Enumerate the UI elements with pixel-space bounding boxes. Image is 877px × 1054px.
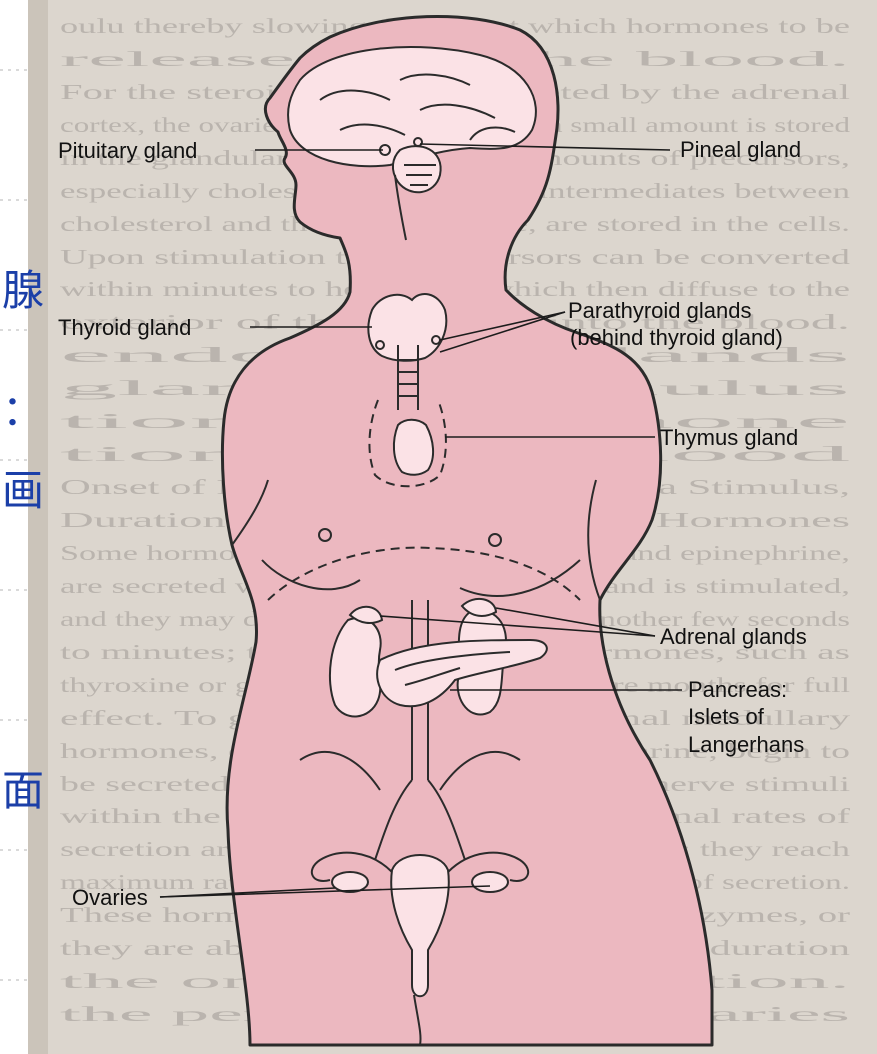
ovary-right: [472, 872, 508, 892]
label-pancreas-line3: Langerhans: [688, 732, 804, 757]
label-parathyroid-line1: Parathyroid glands: [568, 298, 751, 323]
ovary-left: [332, 872, 368, 892]
label-adrenal-glands: Adrenal glands: [660, 624, 807, 649]
thymus-gland-shape: [394, 420, 433, 475]
label-thymus-gland: Thymus gland: [660, 425, 798, 450]
label-pancreas-line2: Islets of: [688, 704, 765, 729]
side-char-4: 面: [2, 766, 44, 815]
parathyroid-dot-left: [376, 341, 384, 349]
label-pineal-gland: Pineal gland: [680, 137, 801, 162]
label-ovaries: Ovaries: [72, 885, 148, 910]
thyroid-gland-shape: [368, 294, 446, 361]
parathyroid-dot-right: [432, 336, 440, 344]
side-char-2: ：: [2, 386, 44, 435]
label-pancreas-line1: Pancreas:: [688, 677, 787, 702]
label-pituitary-gland: Pituitary gland: [58, 138, 197, 163]
label-thyroid-gland: Thyroid gland: [58, 315, 191, 340]
label-parathyroid-line2: (behind thyroid gland): [570, 325, 783, 350]
side-char-3: 画: [2, 466, 44, 515]
side-char-1: 腺: [2, 266, 44, 315]
